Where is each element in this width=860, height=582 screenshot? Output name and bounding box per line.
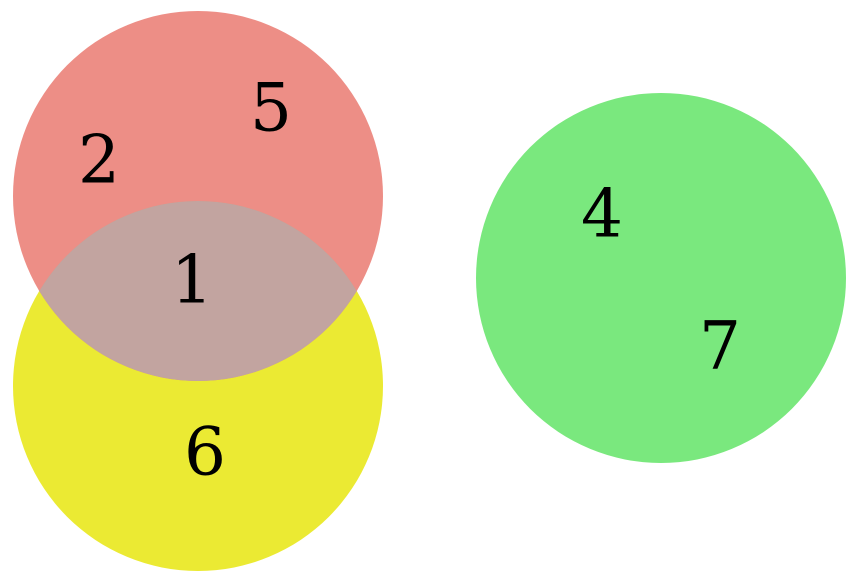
label-red-only-left: 2 [78, 122, 120, 199]
label-red-yellow-intersection: 1 [171, 242, 213, 319]
green-set-circle [476, 93, 846, 463]
red-yellow-overlap-region [13, 201, 383, 381]
label-yellow-only: 6 [184, 414, 226, 491]
label-green-lower: 7 [699, 308, 741, 385]
label-red-only-right: 5 [250, 70, 292, 147]
label-green-upper: 4 [581, 176, 623, 253]
